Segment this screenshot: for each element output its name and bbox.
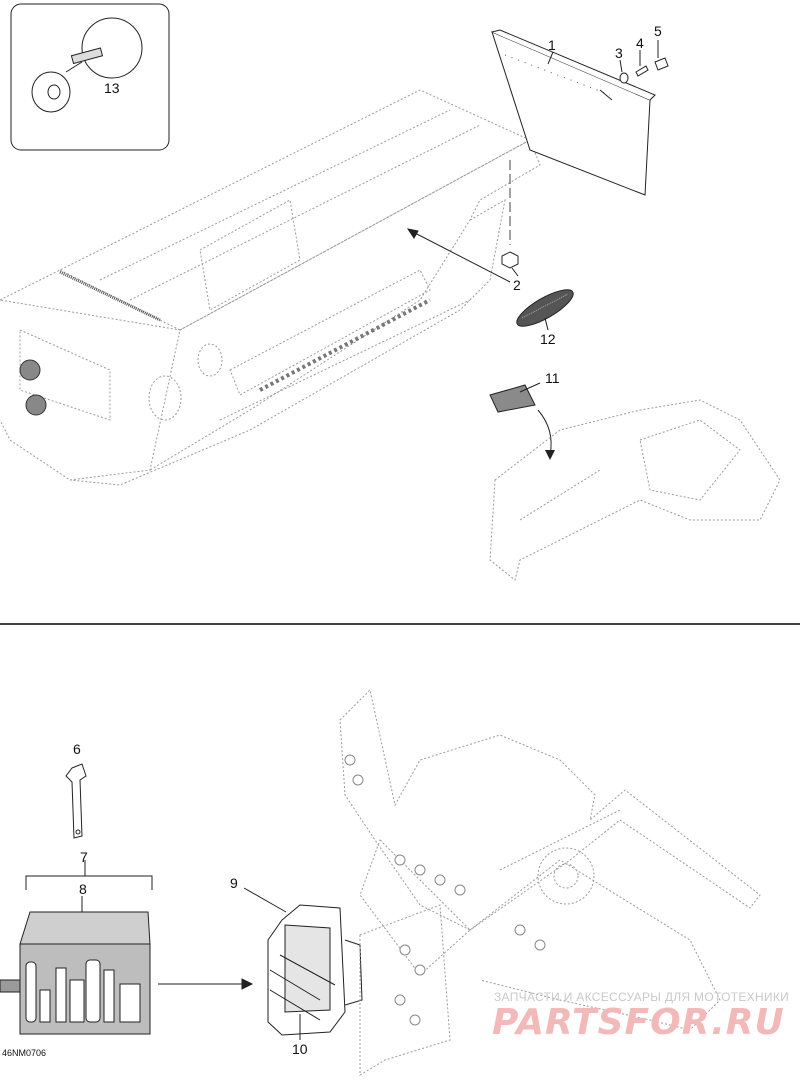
horn-inset bbox=[10, 3, 170, 151]
lower-frame bbox=[339, 688, 761, 1076]
tunnel-frame bbox=[0, 89, 541, 486]
watermark-logo: PARTSFOR.RU bbox=[492, 1002, 785, 1043]
flap-hardware bbox=[619, 57, 669, 84]
spanner-wrench bbox=[65, 763, 87, 839]
install-arrow-upper bbox=[406, 228, 511, 283]
callout-4: 4 bbox=[636, 35, 644, 51]
watermark-tagline: ЗАПЧАСТИ И АКСЕССУАРЫ ДЛЯ МОТОТЕХНИКИ bbox=[494, 990, 790, 1004]
callout-8: 8 bbox=[79, 881, 87, 897]
callout-10: 10 bbox=[292, 1041, 308, 1057]
upper-leaders bbox=[511, 40, 659, 393]
frame-holes bbox=[344, 754, 546, 1026]
callout-5: 5 bbox=[654, 23, 662, 39]
decal bbox=[489, 384, 555, 460]
figure-id: 46NM0706 bbox=[2, 1048, 47, 1058]
callout-13: 13 bbox=[104, 80, 120, 96]
nut-assembly bbox=[501, 160, 519, 269]
reflector bbox=[516, 289, 574, 327]
tool-kit bbox=[0, 911, 151, 1035]
callout-9: 9 bbox=[230, 875, 238, 891]
callout-12: 12 bbox=[540, 331, 556, 347]
callout-6: 6 bbox=[73, 741, 81, 757]
callout-2: 2 bbox=[513, 277, 521, 293]
leader-9 bbox=[243, 887, 287, 913]
callout-3: 3 bbox=[615, 45, 623, 61]
toolbox bbox=[267, 904, 363, 1036]
hood-panel bbox=[489, 399, 781, 581]
callout-1: 1 bbox=[548, 37, 556, 53]
install-arrow-lower bbox=[158, 978, 254, 990]
tunnel-vents bbox=[19, 359, 47, 416]
callout-7: 7 bbox=[80, 849, 88, 865]
callout-11: 11 bbox=[545, 370, 560, 386]
mud-flap bbox=[491, 29, 656, 196]
